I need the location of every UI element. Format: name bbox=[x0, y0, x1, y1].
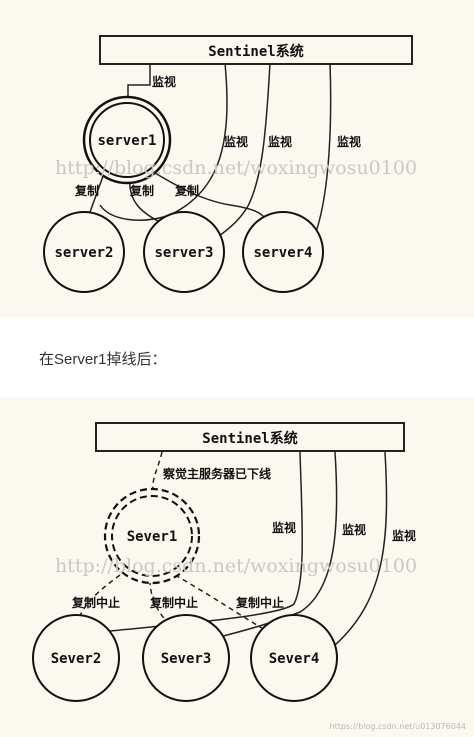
server3-node bbox=[143, 211, 225, 293]
replicate-label-1: 复制 bbox=[74, 183, 99, 198]
footer-watermark: https://blog.csdn.net/u013076044 bbox=[330, 722, 466, 731]
sentinel-label: Sentinel系统 bbox=[208, 43, 303, 60]
sever4-label: Sever4 bbox=[269, 651, 320, 667]
sentinel-box-2 bbox=[95, 422, 405, 452]
sentinel-label-2: Sentinel系统 bbox=[202, 430, 297, 447]
monitor-label-1: 监视 bbox=[152, 74, 176, 89]
stopped-label-2: 复制中止 bbox=[149, 595, 198, 610]
stopped-label-1: 复制中止 bbox=[71, 595, 120, 610]
sever1-label: Sever1 bbox=[127, 529, 178, 545]
monitor-line-sever4 bbox=[334, 451, 388, 646]
diagram-before-failure: Sentinel系统 监视 监视 监视 监视 server1 复制 复制 复制 … bbox=[43, 35, 417, 293]
monitor-label-2a: 监视 bbox=[272, 520, 296, 535]
watermark-2: http://blog.csdn.net/woxingwosu0100 bbox=[55, 555, 417, 577]
server2-node bbox=[43, 211, 125, 293]
monitor-label-2: 监视 bbox=[224, 134, 248, 149]
monitor-line-sever3 bbox=[209, 451, 338, 641]
server3-label: server3 bbox=[154, 245, 213, 261]
stopped-label-3: 复制中止 bbox=[235, 595, 284, 610]
sever2-node bbox=[32, 614, 120, 702]
diagram-after-failure: Sentinel系统 察觉主服务器已下线 监视 监视 监视 Sever1 复制中… bbox=[32, 422, 466, 731]
monitor-line-server2 bbox=[99, 62, 228, 221]
sever4-node bbox=[250, 614, 338, 702]
sentinel-box bbox=[99, 35, 413, 65]
monitor-line-server3 bbox=[215, 62, 271, 239]
caption-after-failure: 在Server1掉线后： bbox=[39, 351, 167, 368]
sever3-node bbox=[142, 614, 230, 702]
sever3-label: Sever3 bbox=[161, 651, 212, 667]
replicate-label-2: 复制 bbox=[129, 183, 154, 198]
sever2-label: Sever2 bbox=[51, 651, 102, 667]
stopped-line-sever4 bbox=[174, 574, 266, 631]
monitor-label-3: 监视 bbox=[268, 134, 292, 149]
replicate-line-server4 bbox=[149, 169, 267, 221]
server4-label: server4 bbox=[253, 245, 312, 261]
monitor-line-server4 bbox=[315, 62, 332, 233]
watermark-1: http://blog.csdn.net/woxingwosu0100 bbox=[55, 157, 417, 179]
replicate-label-3: 复制 bbox=[174, 183, 199, 198]
server4-node bbox=[242, 211, 324, 293]
monitor-label-2b: 监视 bbox=[342, 522, 366, 537]
server1-node bbox=[89, 102, 165, 178]
monitor-label-4: 监视 bbox=[337, 134, 361, 149]
server1-label: server1 bbox=[97, 133, 156, 149]
monitor-label-2c: 监视 bbox=[392, 528, 416, 543]
server2-label: server2 bbox=[54, 245, 113, 261]
sever1-node bbox=[111, 495, 193, 577]
offline-detected-label: 察觉主服务器已下线 bbox=[163, 466, 271, 481]
